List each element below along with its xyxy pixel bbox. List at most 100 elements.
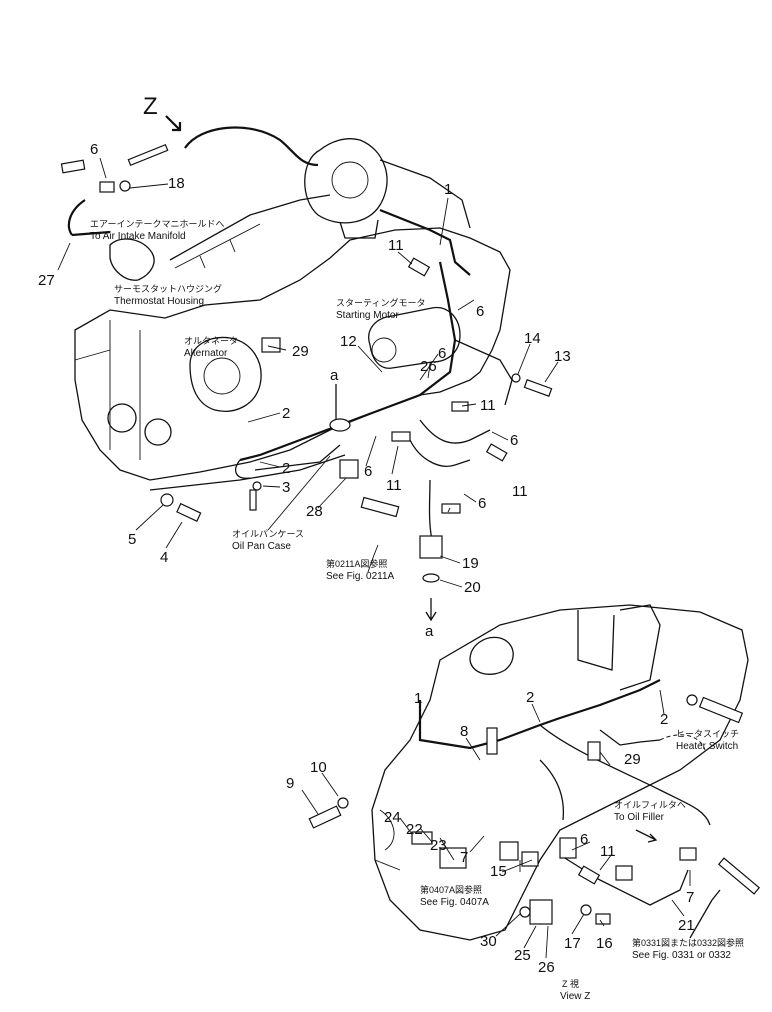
manifold-rail — [169, 194, 331, 261]
thermostat-housing-shape — [109, 238, 155, 281]
leader-lines-lower — [301, 689, 691, 959]
callout: 6 — [364, 463, 372, 480]
oil-pan-edge — [149, 454, 346, 491]
label-intake-en: To Air Intake Manifold — [90, 231, 186, 242]
callout: 11 — [600, 843, 616, 860]
arrow-to-oil-filler-icon — [635, 829, 658, 843]
label-heater-switch-en: Heater Switch — [676, 741, 738, 752]
starting-motor — [368, 306, 461, 369]
callout: 29 — [624, 751, 641, 768]
section-marker-a: a — [330, 367, 339, 384]
callout: 2 — [526, 689, 534, 706]
callout: 29 — [292, 343, 309, 360]
label-seefig-0331-en: See Fig. 0331 or 0332 — [632, 950, 731, 961]
callout: 19 — [462, 555, 479, 572]
label-seefig-0407a-ja: 第0407A図参照 — [420, 884, 482, 895]
callout: 30 — [480, 933, 497, 950]
label-thermostat-en: Thermostat Housing — [114, 296, 204, 307]
exhaust-manifold — [619, 604, 661, 691]
callout: 24 — [384, 809, 401, 826]
block-lower-detail — [374, 809, 401, 871]
manifold-detail — [174, 223, 261, 269]
block-detail-lines — [74, 320, 141, 460]
callout: 6 — [580, 831, 588, 848]
wire-branch-oilpan — [254, 444, 341, 471]
block-port-circle — [144, 418, 172, 446]
callout: 10 — [310, 759, 327, 776]
callouts-lower: 1 8 2 2 9 10 24 22 29 23 6 11 7 15 7 21 … — [286, 689, 695, 976]
wire-harness-lower-view — [418, 679, 661, 750]
callout: 2 — [660, 711, 668, 728]
label-alternator-en: Alternator — [184, 348, 228, 359]
callout: 11 — [512, 483, 528, 500]
callout: 27 — [38, 272, 55, 289]
callout: 21 — [678, 917, 695, 934]
down-arrow-icon — [425, 598, 437, 622]
callout: 9 — [286, 775, 294, 792]
callout: 4 — [160, 549, 168, 566]
callout: 22 — [406, 821, 423, 838]
callout: 11 — [480, 397, 496, 414]
label-heater-switch-ja: ヒータスイッチ — [676, 729, 739, 739]
label-view-z-ja: Z 視 — [562, 978, 579, 989]
engine-block-outline — [74, 227, 511, 481]
wire-harness-lower — [239, 261, 457, 462]
label-oil-filler-ja: オイルフィルタへ — [614, 800, 686, 810]
callout: 6 — [510, 432, 518, 449]
callout: 2 — [282, 460, 290, 477]
label-view-z-en: View Z — [560, 991, 590, 1002]
callout: 26 — [420, 358, 437, 375]
wire-branch-oilpressure — [428, 479, 433, 541]
alternator-pulley — [203, 357, 241, 395]
label-oilpan-ja: オイルパンケース — [232, 529, 304, 539]
callout: 25 — [514, 947, 531, 964]
callout: 2 — [282, 405, 290, 422]
callout: 3 — [282, 479, 290, 496]
exhaust-stack — [577, 610, 615, 671]
callout: 17 — [564, 935, 581, 952]
bottom-assembly: ヒータスイッチ Heater Switch オイルフィルタへ To Oil Fi… — [286, 604, 761, 1002]
callout: 23 — [430, 837, 447, 854]
wire-to-oil-filler — [539, 724, 711, 826]
callout: 14 — [524, 330, 541, 347]
arrow-to-fig-0331-icon — [689, 889, 721, 939]
turbocharger — [304, 138, 388, 224]
label-seefig-0211a-ja: 第0211A図参照 — [326, 558, 387, 569]
view-z-letter: Z — [143, 93, 158, 120]
callout: 6 — [476, 303, 484, 320]
turbo-inlet — [331, 161, 369, 199]
callout: 28 — [306, 503, 323, 520]
label-starter-ja: スターティングモータ — [336, 297, 425, 308]
wire-branch-sensor — [419, 419, 491, 444]
callout: 12 — [340, 333, 357, 350]
manifold-line — [379, 159, 471, 229]
leader-lines-top — [57, 157, 559, 588]
section-marker-a-bottom: a — [425, 623, 434, 640]
callout: 8 — [460, 723, 468, 740]
label-intake-ja: エアーインテークマニホールドへ — [90, 219, 224, 229]
callout: 5 — [128, 531, 136, 548]
small-parts — [60, 143, 553, 583]
callout: 1 — [444, 181, 452, 198]
callout: 7 — [686, 889, 694, 906]
wire-heater-switch — [599, 729, 661, 746]
label-alternator-ja: オルタネータ — [184, 336, 238, 346]
block-port-circle — [107, 403, 137, 433]
callout: 16 — [596, 935, 613, 952]
callout: 11 — [388, 237, 404, 254]
label-starter-en: Starting Motor — [336, 310, 399, 321]
callout: 7 — [460, 849, 468, 866]
label-thermostat-ja: サーモスタットハウジング — [114, 283, 222, 294]
callout: 6 — [90, 141, 98, 158]
callouts-top: 6 18 27 1 11 6 14 13 12 26 6 29 11 6 2 6… — [38, 141, 571, 596]
callout: 15 — [490, 863, 507, 880]
label-oilpan-en: Oil Pan Case — [232, 541, 291, 552]
wire-harness-upper — [67, 199, 471, 276]
engine-block-lower-outline — [371, 604, 749, 941]
callout: 11 — [386, 477, 402, 494]
top-assembly: Z — [38, 93, 571, 640]
callout: 6 — [438, 345, 446, 362]
alternator — [189, 336, 262, 412]
callout: 1 — [414, 690, 422, 707]
wire-branch-lower — [539, 759, 565, 821]
